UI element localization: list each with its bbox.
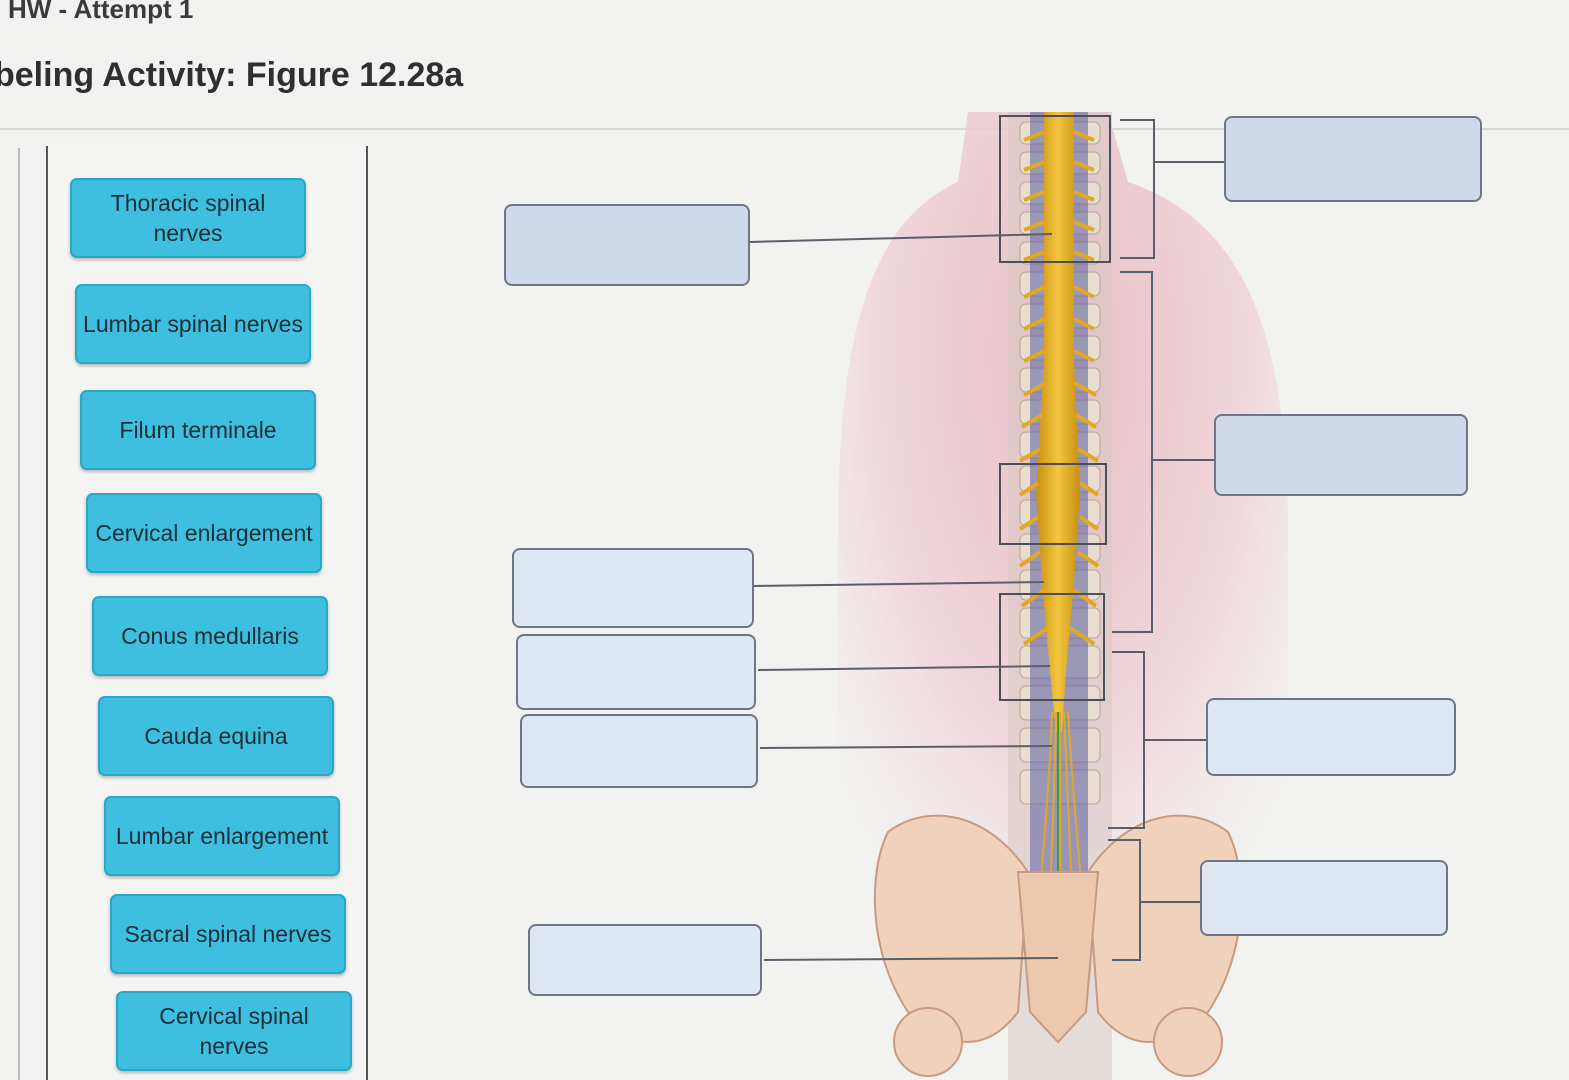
label-lumbar-enlargement[interactable]: Lumbar enlargement <box>104 796 340 876</box>
label-cauda-equina[interactable]: Cauda equina <box>98 696 334 776</box>
drop-target-left-1[interactable] <box>504 204 750 286</box>
label-cervical-spinal-nerves[interactable]: Cervical spinal nerves <box>116 991 352 1071</box>
drop-target-right-3[interactable] <box>1206 698 1456 776</box>
label-sacral-spinal-nerves[interactable]: Sacral spinal nerves <box>110 894 346 974</box>
drop-target-right-1[interactable] <box>1224 116 1482 202</box>
drop-target-left-2[interactable] <box>512 548 754 628</box>
drop-target-right-4[interactable] <box>1200 860 1448 936</box>
label-conus-medullaris[interactable]: Conus medullaris <box>92 596 328 676</box>
label-filum-terminale[interactable]: Filum terminale <box>80 390 316 470</box>
label-bank: Thoracic spinal nerves Lumbar spinal ner… <box>46 146 368 1080</box>
page-title: beling Activity: Figure 12.28a <box>0 56 463 95</box>
drop-target-left-3[interactable] <box>516 634 756 710</box>
drop-target-left-4[interactable] <box>520 714 758 788</box>
label-cervical-enlargement[interactable]: Cervical enlargement <box>86 493 322 573</box>
figure-stage <box>368 112 1569 1080</box>
label-lumbar-spinal-nerves[interactable]: Lumbar spinal nerves <box>75 284 311 364</box>
label-thoracic-spinal-nerves[interactable]: Thoracic spinal nerves <box>70 178 306 258</box>
assignment-header: HW - Attempt 1 <box>8 0 193 25</box>
drop-target-left-5[interactable] <box>528 924 762 996</box>
drop-target-right-2[interactable] <box>1214 414 1468 496</box>
panel-frame-line <box>18 148 20 1080</box>
